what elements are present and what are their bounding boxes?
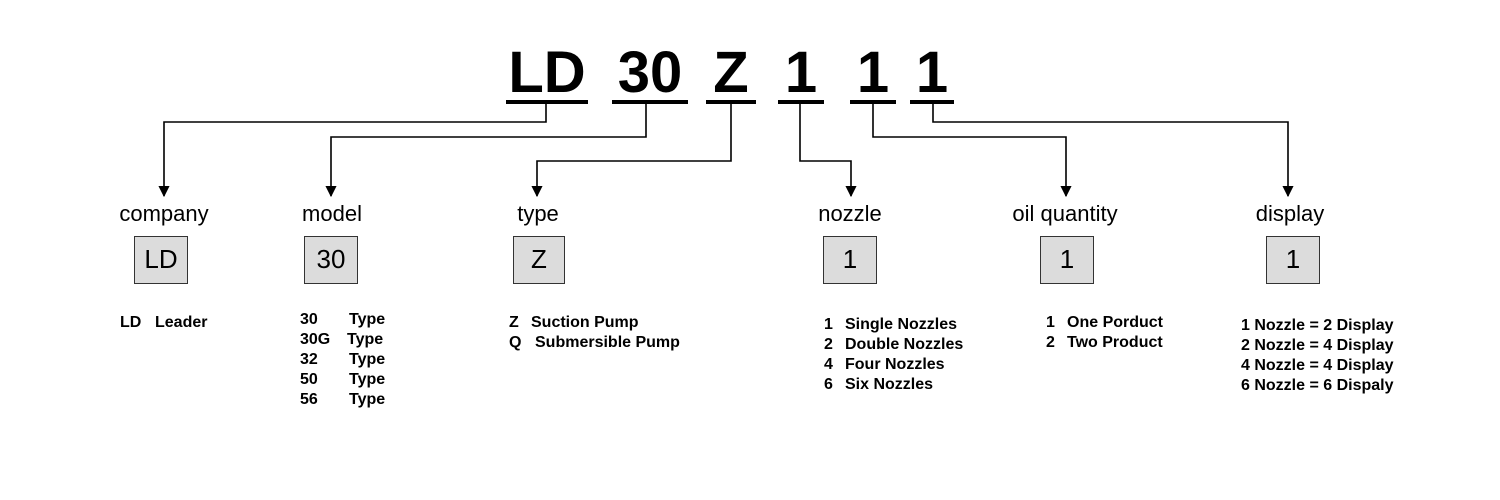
- code-segment-oil-quantity: 1: [856, 40, 890, 105]
- code-underline-nozzle: [778, 100, 824, 104]
- option-desc: Type: [349, 311, 386, 328]
- list-item: 1 Nozzle = 2 Display: [1241, 317, 1394, 334]
- label-type: type: [517, 201, 559, 226]
- list-item: 2 Two Product: [1046, 333, 1163, 353]
- list-item: Q Submersible Pump: [509, 333, 680, 353]
- option-desc: Suction Pump: [531, 314, 639, 331]
- option-desc: Submersible Pump: [535, 334, 680, 351]
- list-item: 6 Six Nozzles: [824, 375, 963, 395]
- arrow-oil-quantity: [872, 104, 1072, 198]
- label-model: model: [302, 201, 362, 226]
- option-key: 2: [1046, 334, 1055, 351]
- list-item: 4 Nozzle = 4 Display: [1241, 357, 1394, 374]
- list-item: 56 Type: [300, 390, 385, 410]
- option-desc: Six Nozzles: [845, 376, 934, 393]
- code-underline-type: [706, 100, 756, 104]
- value-box-oil-quantity: 1: [1040, 236, 1094, 284]
- option-key: 2: [824, 336, 833, 353]
- list-item: 1 One Porduct: [1046, 313, 1163, 333]
- option-desc: Single Nozzles: [845, 316, 958, 333]
- code-underline-model: [612, 100, 688, 104]
- code-underline-display: [910, 100, 954, 104]
- arrow-display: [932, 104, 1294, 198]
- option-key: 4: [824, 356, 833, 373]
- option-key: 30: [300, 311, 318, 328]
- code-underline-company: [506, 100, 588, 104]
- option-key: 1: [824, 316, 833, 333]
- option-key: Q: [509, 334, 522, 351]
- option-key: LD: [120, 314, 142, 331]
- label-company: company: [119, 201, 209, 226]
- list-item: 50 Type: [300, 370, 385, 390]
- arrow-company: [158, 104, 547, 198]
- options-oil-quantity: 1 One Porduct 2 Two Product: [1046, 313, 1163, 353]
- option-desc: One Porduct: [1067, 314, 1164, 331]
- list-item: LD Leader: [120, 313, 207, 333]
- code-segment-model: 30: [617, 40, 683, 105]
- list-item: 30 Type: [300, 310, 385, 330]
- option-desc: Type: [347, 331, 384, 348]
- option-key: 50: [300, 371, 318, 388]
- option-key: 30G: [300, 331, 331, 348]
- list-item: 32 Type: [300, 350, 385, 370]
- code-segment-nozzle: 1: [784, 40, 818, 105]
- options-type: Z Suction Pump Q Submersible Pump: [509, 313, 680, 353]
- option-key: 6: [824, 376, 833, 393]
- options-nozzle: 1 Single Nozzles 2 Double Nozzles 4 Four No…: [824, 315, 963, 395]
- option-key: Z: [509, 314, 519, 331]
- option-desc: Two Product: [1067, 334, 1163, 351]
- code-segment-display: 1: [915, 40, 949, 105]
- list-item: 1 Single Nozzles: [824, 315, 963, 335]
- label-display: display: [1255, 201, 1325, 226]
- list-item: 2 Double Nozzles: [824, 335, 963, 355]
- label-oil-quantity: oil quantity: [1012, 201, 1118, 226]
- list-item: 30G Type: [300, 330, 385, 350]
- value-box-nozzle: 1: [823, 236, 877, 284]
- options-company: LD Leader: [120, 313, 207, 333]
- code-segment-type: Z: [713, 40, 749, 105]
- code-segment-company: LD: [508, 40, 586, 105]
- option-key: 32: [300, 351, 318, 368]
- value-box-model: 30: [304, 236, 358, 284]
- arrow-nozzle: [799, 104, 857, 198]
- list-item: 2 Nozzle = 4 Display: [1241, 337, 1394, 354]
- arrow-model: [325, 104, 647, 198]
- list-item: 6 Nozzle = 6 Dispaly: [1241, 377, 1394, 394]
- option-key: 1: [1046, 314, 1055, 331]
- option-key: 56: [300, 391, 318, 408]
- code-underline-oil-quantity: [850, 100, 896, 104]
- value-box-display: 1: [1266, 236, 1320, 284]
- value-box-company: LD: [134, 236, 188, 284]
- option-desc: Type: [349, 351, 386, 368]
- option-desc: Type: [349, 391, 386, 408]
- option-desc: Leader: [155, 314, 208, 331]
- arrow-type: [531, 104, 732, 198]
- list-item: Z Suction Pump: [509, 313, 680, 333]
- value-box-type: Z: [513, 236, 565, 284]
- label-nozzle: nozzle: [818, 201, 882, 226]
- options-display: 1 Nozzle = 2 Display 2 Nozzle = 4 Displa…: [1241, 316, 1394, 396]
- option-desc: Double Nozzles: [845, 336, 964, 353]
- list-item: 4 Four Nozzles: [824, 355, 963, 375]
- option-desc: Type: [349, 371, 386, 388]
- option-desc: Four Nozzles: [845, 356, 945, 373]
